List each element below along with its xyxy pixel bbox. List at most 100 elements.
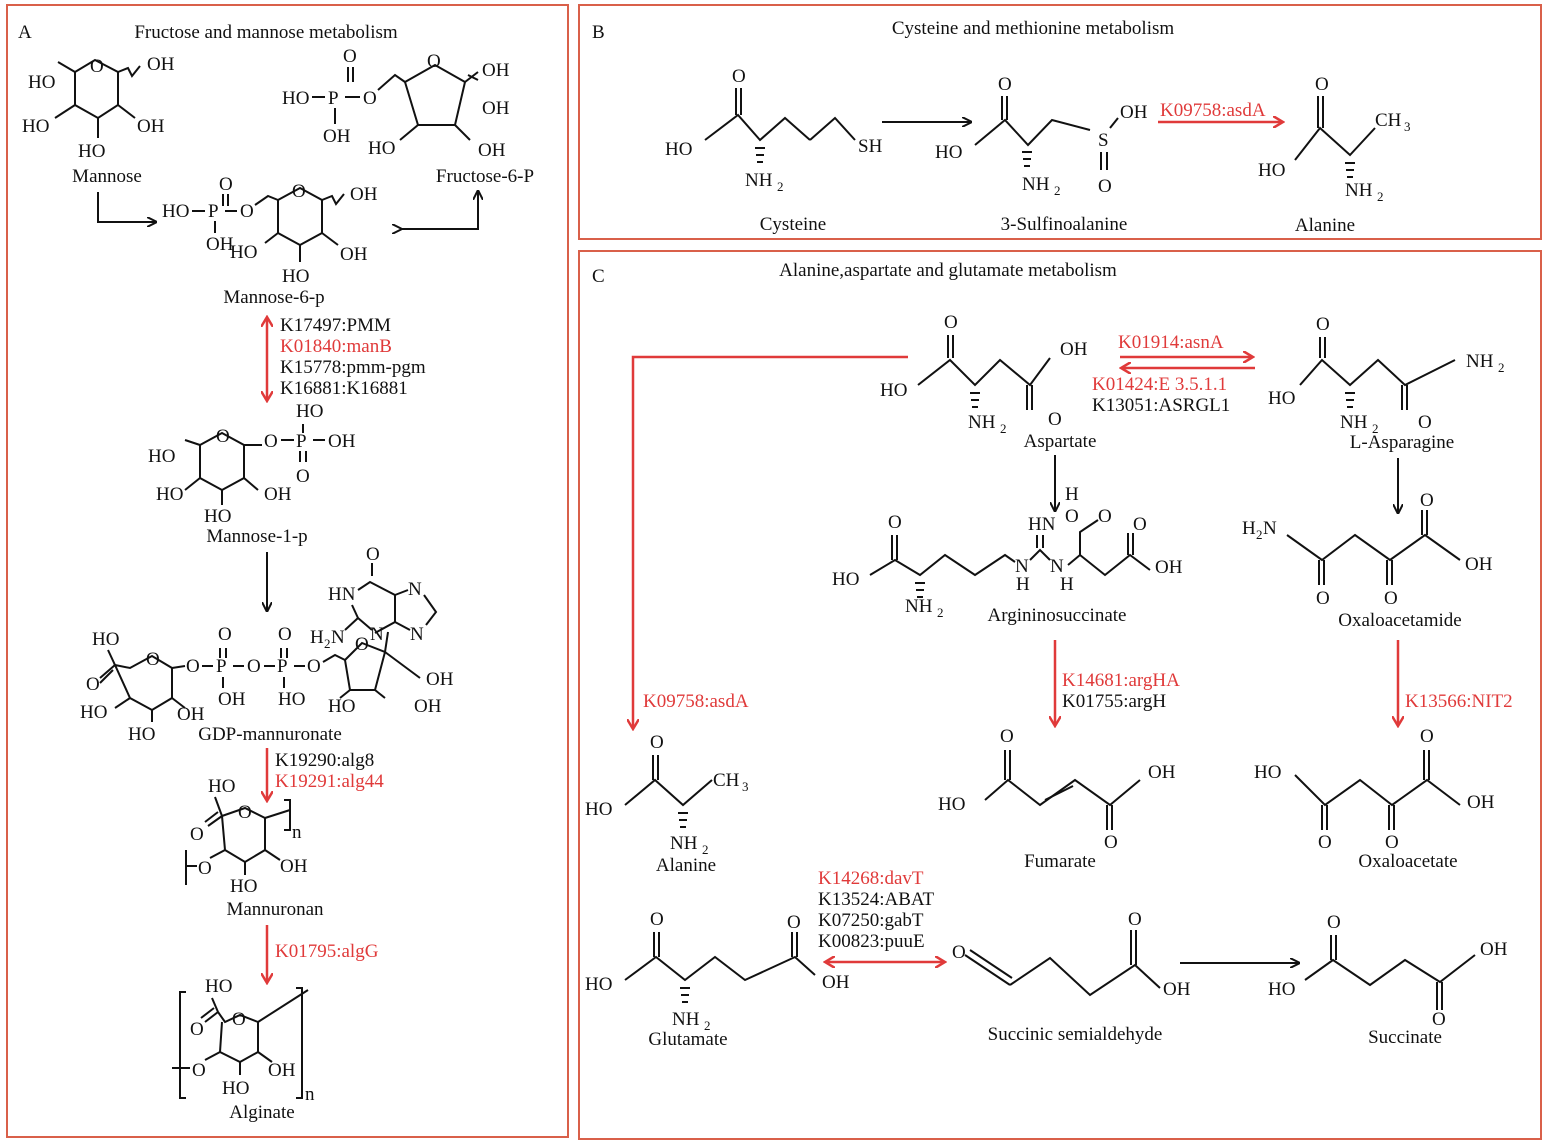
panel-c-letter: C <box>592 266 605 287</box>
mannuronan-structure: HO O O O n OH HO <box>185 776 308 897</box>
compound-gdp-mannuronate: GDP-mannuronate <box>198 724 342 745</box>
atom-label: OH <box>1163 979 1191 1000</box>
enzyme-label: K13524:ABAT <box>818 889 935 910</box>
atom-label: H <box>1016 574 1030 595</box>
enzyme-list-sulfino-alanine: K09758:asdA <box>1160 100 1266 121</box>
atom-label: OH <box>137 116 165 137</box>
atom-label: HO <box>22 116 49 137</box>
alginate-structure: HO O O O OH HO n <box>172 976 315 1105</box>
atom-label: HO <box>282 88 309 109</box>
atom-label: 2 <box>702 842 709 857</box>
atom-label: H <box>1060 574 1074 595</box>
atom-label: HO <box>208 776 235 797</box>
atom-label: O <box>427 51 441 72</box>
enzyme-label: K19291:alg44 <box>275 771 384 792</box>
atom-label: OH <box>1120 102 1148 123</box>
atom-label: O <box>219 174 233 195</box>
fructose-6-phosphate-structure: O HO P O OH O OH OH HO OH <box>282 46 510 161</box>
atom-label: O <box>1000 726 1014 747</box>
enzyme-label: K07250:gabT <box>818 910 924 931</box>
compound-argininosuccinate: Argininosuccinate <box>988 605 1127 626</box>
atom-label: HO <box>880 380 907 401</box>
atom-label: O <box>355 634 369 655</box>
atom-label: CH <box>1375 110 1402 131</box>
atom-label: O <box>307 656 321 677</box>
atom-label: OH <box>323 126 351 147</box>
atom-label: HN <box>1028 514 1056 535</box>
compound-mannose: Mannose <box>72 166 142 187</box>
atom-label: HO <box>1258 160 1285 181</box>
atom-label: 2 <box>937 605 944 620</box>
panel-b-title: Cysteine and methionine metabolism <box>892 18 1175 39</box>
enzyme-list-glu-ssa: K14268:davTK13524:ABATK07250:gabTK00823:… <box>818 868 935 952</box>
atom-label: N <box>410 624 424 645</box>
atom-label: OH <box>414 696 442 717</box>
atom-label: O <box>1316 314 1330 335</box>
atom-label: 2 <box>777 179 784 194</box>
atom-label: O <box>1318 832 1332 853</box>
atom-label: OH <box>482 60 510 81</box>
atom-label: HN <box>328 584 356 605</box>
atom-label: HO <box>156 484 183 505</box>
atom-label: HO <box>92 629 119 650</box>
atom-label: O <box>86 674 100 695</box>
atom-label: O <box>998 74 1012 95</box>
atom-label: HO <box>296 401 323 422</box>
enzyme-label: K13051:ASRGL1 <box>1092 395 1230 416</box>
atom-label: NH <box>1340 412 1368 433</box>
atom-label: HO <box>282 266 309 287</box>
atom-label: HO <box>278 689 305 710</box>
atom-label: O <box>952 942 966 963</box>
atom-label: P <box>277 656 288 677</box>
atom-label: O <box>292 181 306 202</box>
atom-label: H <box>310 627 324 648</box>
fumarate-structure: O O OH HO <box>938 726 1176 853</box>
atom-label: O <box>650 732 664 753</box>
enzyme-list-asp-alanine: K09758:asdA <box>643 691 749 712</box>
atom-label: OH <box>822 972 850 993</box>
atom-label: NH <box>905 596 933 617</box>
atom-label: O <box>366 544 380 565</box>
atom-label: O <box>278 624 292 645</box>
atom-label: N <box>408 579 422 600</box>
atom-label: O <box>186 656 200 677</box>
atom-label: N <box>1050 556 1064 577</box>
atom-label: O <box>1384 588 1398 609</box>
compound-oxaloacetate: Oxaloacetate <box>1358 851 1457 872</box>
compound-aspartate: Aspartate <box>1024 431 1097 452</box>
atom-label: HO <box>935 142 962 163</box>
atom-label: HO <box>204 506 231 527</box>
panel-b-letter: B <box>592 22 605 43</box>
atom-label: HO <box>938 794 965 815</box>
atom-label: SH <box>858 136 883 157</box>
atom-label: O <box>888 512 902 533</box>
atom-label: OH <box>264 484 292 505</box>
atom-label: OH <box>1060 339 1088 360</box>
atom-label: O <box>264 431 278 452</box>
atom-label: O <box>1128 909 1142 930</box>
atom-label: n <box>292 822 302 843</box>
atom-label: CH <box>713 770 740 791</box>
atom-label: HO <box>28 72 55 93</box>
atom-label: HO <box>148 446 175 467</box>
atom-label: O <box>1432 1009 1446 1030</box>
enzyme-label: K00823:puuE <box>818 931 925 952</box>
arrow-mannose-to-m6p <box>97 192 155 222</box>
enzyme-label: K09758:asdA <box>643 691 749 712</box>
panel-a-fructose-mannose <box>6 4 569 1138</box>
atom-label: O <box>944 312 958 333</box>
glutamate-structure: O O OH HO NH 2 <box>585 909 850 1033</box>
atom-label: H <box>1242 518 1256 539</box>
atom-label: HO <box>368 138 395 159</box>
atom-label: O <box>1315 74 1329 95</box>
atom-label: OH <box>177 704 205 725</box>
atom-label: O <box>1327 912 1341 933</box>
succinate-structure: O O OH HO <box>1268 912 1508 1030</box>
compound-mannuronan: Mannuronan <box>226 899 324 920</box>
compound-succinate: Succinate <box>1368 1027 1442 1048</box>
atom-label: HO <box>128 724 155 745</box>
alanine-structure-b: O HO CH 3 NH 2 <box>1258 74 1411 204</box>
panel-c-title: Alanine,aspartate and glutamate metaboli… <box>779 260 1117 281</box>
atom-label: N <box>1263 518 1277 539</box>
